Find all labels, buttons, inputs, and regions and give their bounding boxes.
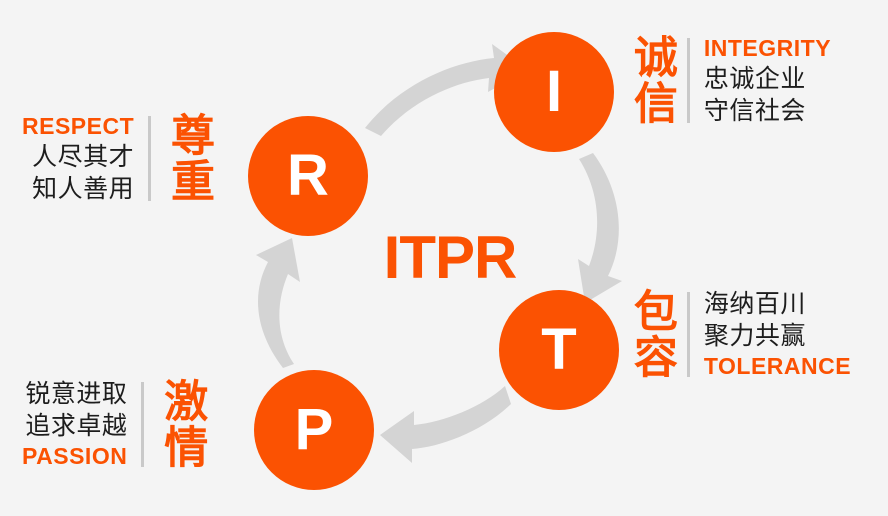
value-node-tolerance[interactable]: T: [499, 290, 619, 410]
tolerance-chinese-title: 包容: [626, 288, 676, 381]
integrity-chinese-title: 诚信: [626, 34, 676, 127]
value-node-respect[interactable]: R: [248, 116, 368, 236]
passion-line-1: 锐意进取: [25, 380, 128, 408]
integrity-line-2: 守信社会: [703, 96, 806, 125]
respect-line-2: 知人善用: [32, 174, 135, 203]
integrity-english-label: INTEGRITY: [703, 35, 832, 61]
arrow-t-to-p: [380, 386, 511, 463]
respect-line-1: 人尽其才: [32, 142, 135, 171]
value-block-tolerance: 包容 海纳百川 聚力共赢 TOLERANCE: [626, 288, 851, 381]
node-letter-t: T: [541, 317, 577, 382]
passion-line-2: 追求卓越: [25, 412, 128, 440]
respect-english-label: RESPECT: [22, 113, 135, 139]
node-letter-r: R: [287, 143, 329, 208]
respect-chinese-title: 尊重: [164, 112, 214, 205]
tolerance-text-group: 海纳百川 聚力共赢 TOLERANCE: [704, 288, 851, 381]
tolerance-line-2: 聚力共赢: [703, 322, 806, 350]
integrity-text-group: INTEGRITY 忠诚企业 守信社会: [704, 34, 831, 127]
passion-text-group: 锐意进取 追求卓越 PASSION: [22, 378, 127, 471]
tolerance-english-label: TOLERANCE: [703, 353, 852, 379]
value-block-respect: RESPECT 人尽其才 知人善用 尊重: [22, 112, 214, 205]
respect-text-group: RESPECT 人尽其才 知人善用: [22, 112, 134, 205]
value-block-integrity: 诚信 INTEGRITY 忠诚企业 守信社会: [626, 34, 831, 127]
node-letter-p: P: [294, 397, 334, 462]
passion-divider: [141, 382, 145, 467]
tolerance-line-1: 海纳百川: [703, 290, 806, 318]
respect-divider: [148, 116, 152, 201]
arrow-i-to-t: [578, 153, 622, 303]
arrow-p-to-r: [256, 238, 300, 368]
tolerance-divider: [686, 292, 690, 377]
passion-english-label: PASSION: [22, 443, 128, 469]
center-wordmark: ITPR: [383, 224, 518, 291]
value-node-passion[interactable]: P: [254, 370, 374, 490]
value-block-passion: 锐意进取 追求卓越 PASSION 激情: [22, 378, 207, 471]
integrity-divider: [686, 38, 690, 123]
arrow-r-to-i: [365, 44, 528, 136]
node-letter-i: I: [545, 59, 563, 124]
passion-chinese-title: 激情: [157, 378, 207, 471]
value-node-integrity[interactable]: I: [494, 32, 614, 152]
integrity-line-1: 忠诚企业: [703, 64, 806, 93]
